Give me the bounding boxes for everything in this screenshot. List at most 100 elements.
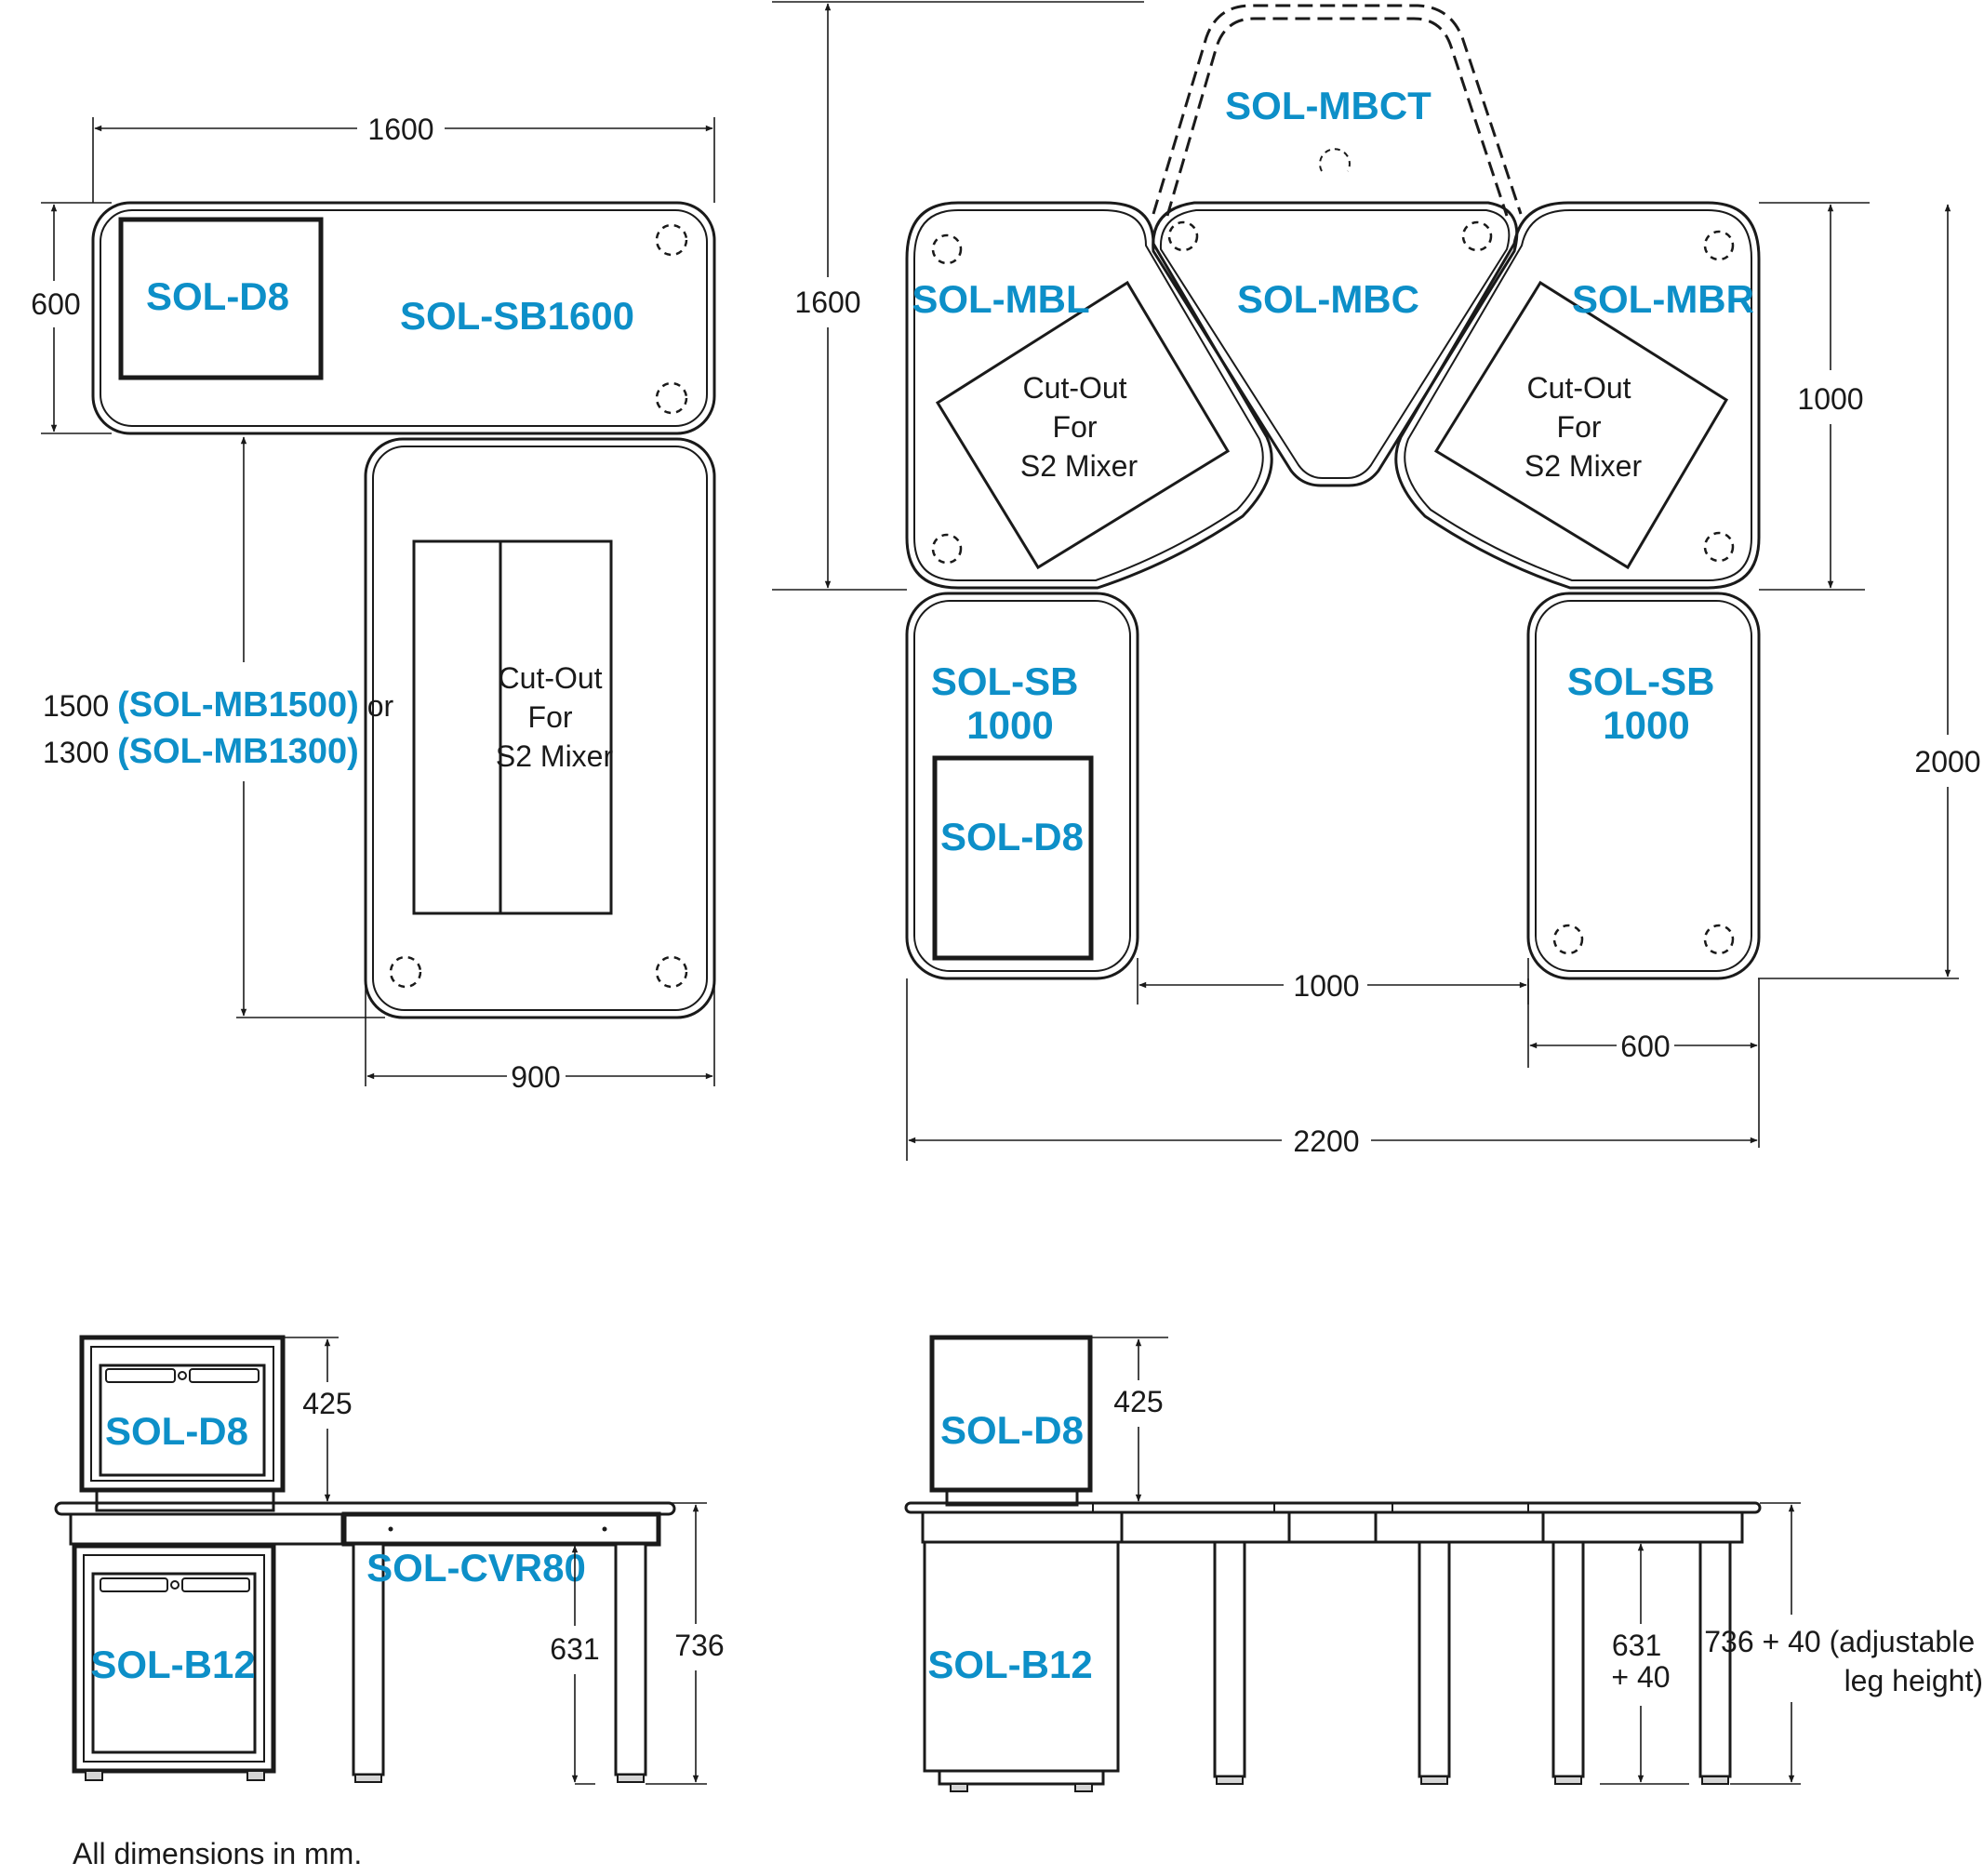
vertical-cutout-text: Cut-Out For S2 Mixer	[496, 661, 614, 773]
sb-left-module-outline	[905, 592, 1139, 980]
b12-elev-right-base	[938, 1769, 1105, 1786]
dim-right-total-width: 2200	[1293, 1124, 1359, 1158]
mount-hole-icon	[655, 381, 688, 415]
b12-elev-left-button	[170, 1580, 180, 1590]
b12-elev-left-inner	[83, 1554, 265, 1763]
desk-leg-foot	[354, 1774, 382, 1783]
mbl-cutout-text: Cut-Out For S2 Mixer	[1020, 371, 1138, 483]
desk-leg	[1551, 1540, 1585, 1778]
d8-elev-right-stand	[945, 1488, 1079, 1507]
dim-right-upper-height: 1600	[794, 286, 860, 319]
desk-leg	[1698, 1540, 1732, 1778]
desk-leg-foot	[1420, 1776, 1448, 1785]
dim-right-gap: 1000	[1293, 969, 1359, 1003]
mbr-cutout	[1433, 280, 1729, 570]
cvr80-screw-icon	[388, 1526, 393, 1532]
desk-apron-right	[921, 1510, 1124, 1544]
sb-right-module-outline	[1526, 592, 1761, 980]
elevation-right: SOL-D8 SOL-B12 425 631 + 40 736 + 40 (ad…	[904, 1335, 1983, 1792]
mbr-cutout-text: Cut-Out For S2 Mixer	[1525, 371, 1643, 483]
dim-mb-length-line2: 1300 (SOL-MB1300)	[43, 732, 359, 771]
mount-hole-icon	[931, 233, 963, 265]
dim-elev-right-d8-height: 425	[1113, 1385, 1163, 1418]
mbl-module-inner	[913, 209, 1264, 581]
desk-leg-foot	[1701, 1776, 1729, 1785]
mount-hole-icon	[1703, 531, 1735, 563]
desk-apron-right	[1120, 1510, 1291, 1544]
sb-left-module-inner	[913, 600, 1131, 972]
mbl-label: SOL-MBL	[912, 277, 1089, 321]
dim-right-total-depth: 2000	[1914, 745, 1980, 778]
cvr80-panel	[341, 1511, 661, 1547]
b12-elev-left-front	[91, 1572, 257, 1754]
sb-right-label: SOL-SB 1000	[1567, 659, 1725, 747]
mount-hole-icon	[931, 533, 963, 565]
desk-leg	[614, 1542, 647, 1776]
mbl-cutout	[935, 280, 1231, 570]
d8-plan-left-box	[118, 217, 324, 380]
dim-elev-right-total-height: 736 + 40 (adjustable leg height)	[1704, 1625, 1983, 1697]
mbct-outline	[1152, 4, 1523, 215]
b12-elev-right-label: SOL-B12	[927, 1643, 1092, 1686]
desk-apron-left	[69, 1512, 344, 1546]
plan-left: SOL-D8 SOL-SB1600 Cut-Out For S2 Mixer 1…	[31, 113, 716, 1094]
d8-plan-left-label: SOL-D8	[146, 274, 289, 318]
mbct-label: SOL-MBCT	[1225, 84, 1431, 127]
vertical-cutout	[412, 539, 613, 915]
desk-apron-right	[1541, 1510, 1744, 1544]
mbr-module-outline	[1394, 201, 1761, 590]
desk-leg-foot	[1554, 1776, 1582, 1785]
sb-left-label: SOL-SB 1000	[931, 659, 1089, 747]
desk-leg-foot	[1216, 1776, 1244, 1785]
dim-left-depth: 600	[31, 287, 80, 321]
d8-plan-right-box	[932, 755, 1094, 961]
b12-elev-right-foot	[950, 1783, 968, 1792]
sb1600-desk-outline	[91, 201, 716, 435]
d8-elev-left-button	[178, 1371, 187, 1380]
mount-hole-icon	[655, 223, 688, 257]
footnote: All dimensions in mm.	[73, 1837, 362, 1870]
mixer-base-outline	[364, 437, 716, 1019]
dim-elev-left-desk-height: 631	[550, 1632, 599, 1666]
b12-elev-left-foot	[246, 1770, 265, 1781]
dim-elev-left-d8-height: 425	[302, 1387, 352, 1420]
plan-right: SOL-MBCT SOL-MBL SOL-MBC SOL-MBR Cut-Out…	[772, 1, 1981, 1161]
desk-apron-right	[1374, 1510, 1545, 1544]
mount-hole-icon	[1552, 924, 1584, 955]
mbr-label: SOL-MBR	[1572, 277, 1754, 321]
mount-hole-icon	[389, 955, 422, 989]
mount-hole-icon	[655, 955, 688, 989]
mbct-hole-icon	[1319, 148, 1351, 172]
mount-hole-icon	[1703, 924, 1735, 955]
d8-elev-right-label: SOL-D8	[940, 1408, 1084, 1452]
dim-elev-right-desk-height: 631 + 40	[1611, 1629, 1670, 1694]
mixer-base-inner	[372, 446, 708, 1011]
d8-elev-left-stand	[95, 1488, 275, 1512]
mount-hole-icon	[1461, 220, 1493, 252]
elevation-left: SOL-D8 SOL-B12 SOL-CVR80 425 631 736	[54, 1335, 725, 1785]
mbc-label: SOL-MBC	[1237, 277, 1419, 321]
b12-elev-left-foot	[85, 1770, 103, 1781]
desk-leg-foot	[617, 1774, 645, 1783]
d8-elev-left-screen	[99, 1364, 266, 1477]
cvr80-label: SOL-CVR80	[366, 1546, 586, 1590]
mount-hole-icon	[1167, 220, 1199, 252]
dim-elev-left-total-height: 736	[674, 1629, 724, 1662]
desk-apron-right	[1287, 1510, 1378, 1544]
d8-elev-left-slot	[105, 1368, 176, 1383]
sb-right-module-inner	[1535, 600, 1752, 972]
b12-elev-left-slot	[181, 1577, 250, 1592]
b12-elev-left-label: SOL-B12	[90, 1643, 255, 1686]
sb1600-desk-inner	[100, 209, 708, 427]
b12-elev-left-body	[72, 1543, 276, 1774]
d8-plan-right-label: SOL-D8	[940, 815, 1084, 858]
mbr-module-inner	[1404, 209, 1752, 581]
mbc-module-outline	[1152, 201, 1519, 487]
dim-mb-length-line1: 1500 (SOL-MB1500) or	[43, 685, 393, 725]
desk-leg	[1213, 1540, 1246, 1778]
cvr80-screw-icon	[602, 1526, 607, 1532]
d8-elev-left-label: SOL-D8	[105, 1409, 248, 1453]
dim-right-sb-width: 600	[1620, 1030, 1670, 1063]
d8-elev-left-slot	[189, 1368, 260, 1383]
mbc-module-inner	[1159, 209, 1511, 479]
